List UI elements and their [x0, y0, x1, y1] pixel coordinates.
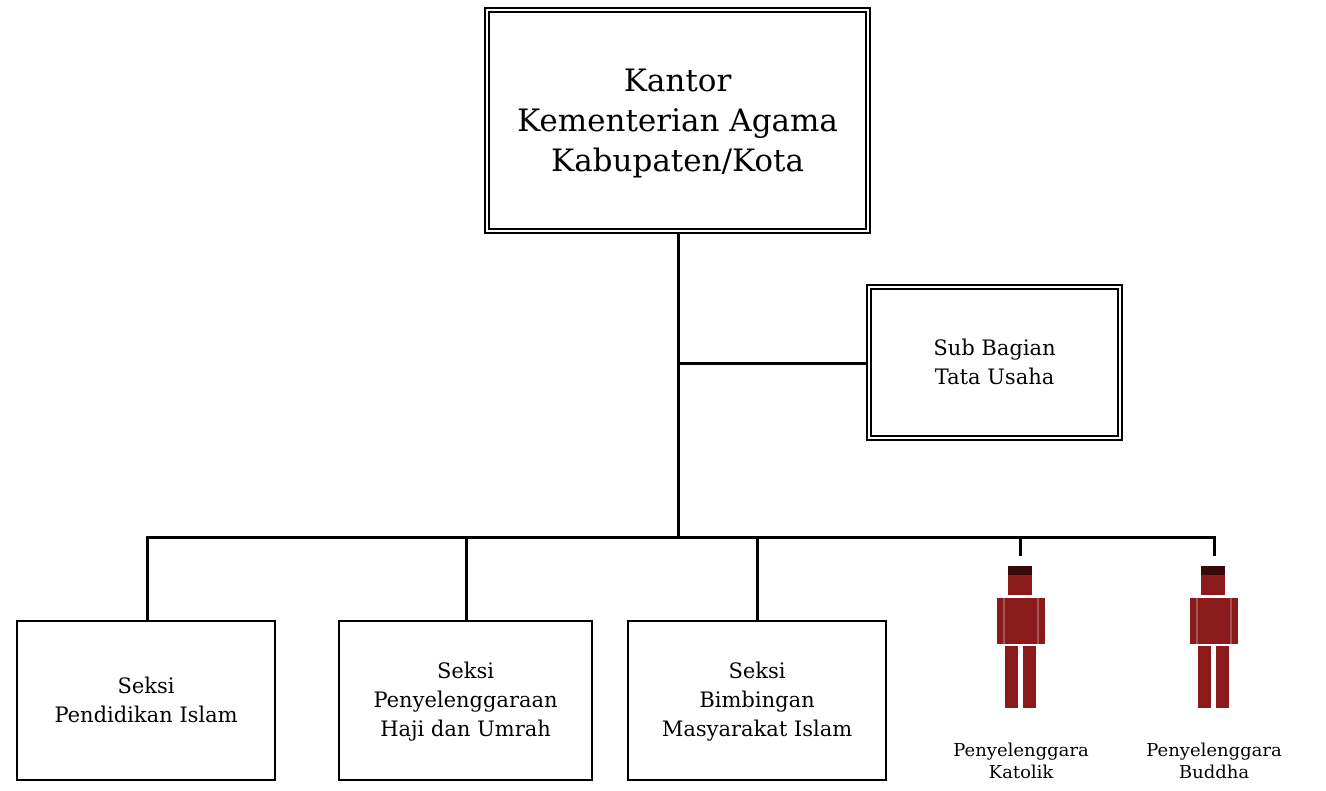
section-pendidikan-islam-box: Seksi Pendidikan Islam: [16, 620, 276, 781]
section-1-line-1: Seksi: [117, 673, 175, 698]
organizer-buddha-line-1: Penyelenggara: [1146, 740, 1282, 761]
section-2-line-2: Penyelenggaraan: [373, 688, 558, 712]
subbag-line-1: Sub Bagian: [933, 335, 1056, 360]
organizer-katolik-line-2: Katolik: [988, 762, 1054, 783]
section-3-line-1: Seksi: [728, 659, 786, 683]
subbag-line-2: Tata Usaha: [934, 364, 1055, 389]
head-office-line-3: Kabupaten/Kota: [551, 142, 804, 179]
connector-horizontal-bus: [146, 536, 1216, 539]
organizer-buddha-label: Penyelenggara Buddha: [1134, 740, 1294, 784]
head-office-box: Kantor Kementerian Agama Kabupaten/Kota: [484, 7, 871, 234]
section-haji-umrah-box: Seksi Penyelenggaraan Haji dan Umrah: [338, 620, 593, 781]
head-office-line-2: Kementerian Agama: [517, 102, 838, 139]
head-office-line-1: Kantor: [623, 62, 732, 99]
person-icon: [997, 566, 1045, 708]
section-2-line-1: Seksi: [436, 659, 495, 683]
organizer-katolik-line-1: Penyelenggara: [953, 740, 1089, 761]
section-3-line-2: Bimbingan: [699, 688, 815, 712]
connector-subbag: [677, 362, 868, 365]
section-1-line-2: Pendidikan Islam: [54, 702, 238, 727]
subbag-tata-usaha-box: Sub Bagian Tata Usaha: [866, 284, 1123, 441]
connector-drop-3: [756, 536, 759, 620]
organizer-katolik-label: Penyelenggara Katolik: [941, 740, 1101, 784]
connector-drop-1: [146, 536, 149, 620]
organizer-buddha-line-2: Buddha: [1178, 762, 1250, 783]
section-3-line-3: Masyarakat Islam: [661, 717, 853, 741]
connector-drop-5: [1213, 536, 1216, 556]
connector-drop-4: [1019, 536, 1022, 556]
connector-main-vertical: [677, 232, 680, 537]
section-2-line-3: Haji dan Umrah: [380, 717, 551, 741]
connector-drop-2: [465, 536, 468, 620]
person-icon: [1190, 566, 1238, 708]
section-bimbingan-masyarakat-box: Seksi Bimbingan Masyarakat Islam: [627, 620, 887, 781]
